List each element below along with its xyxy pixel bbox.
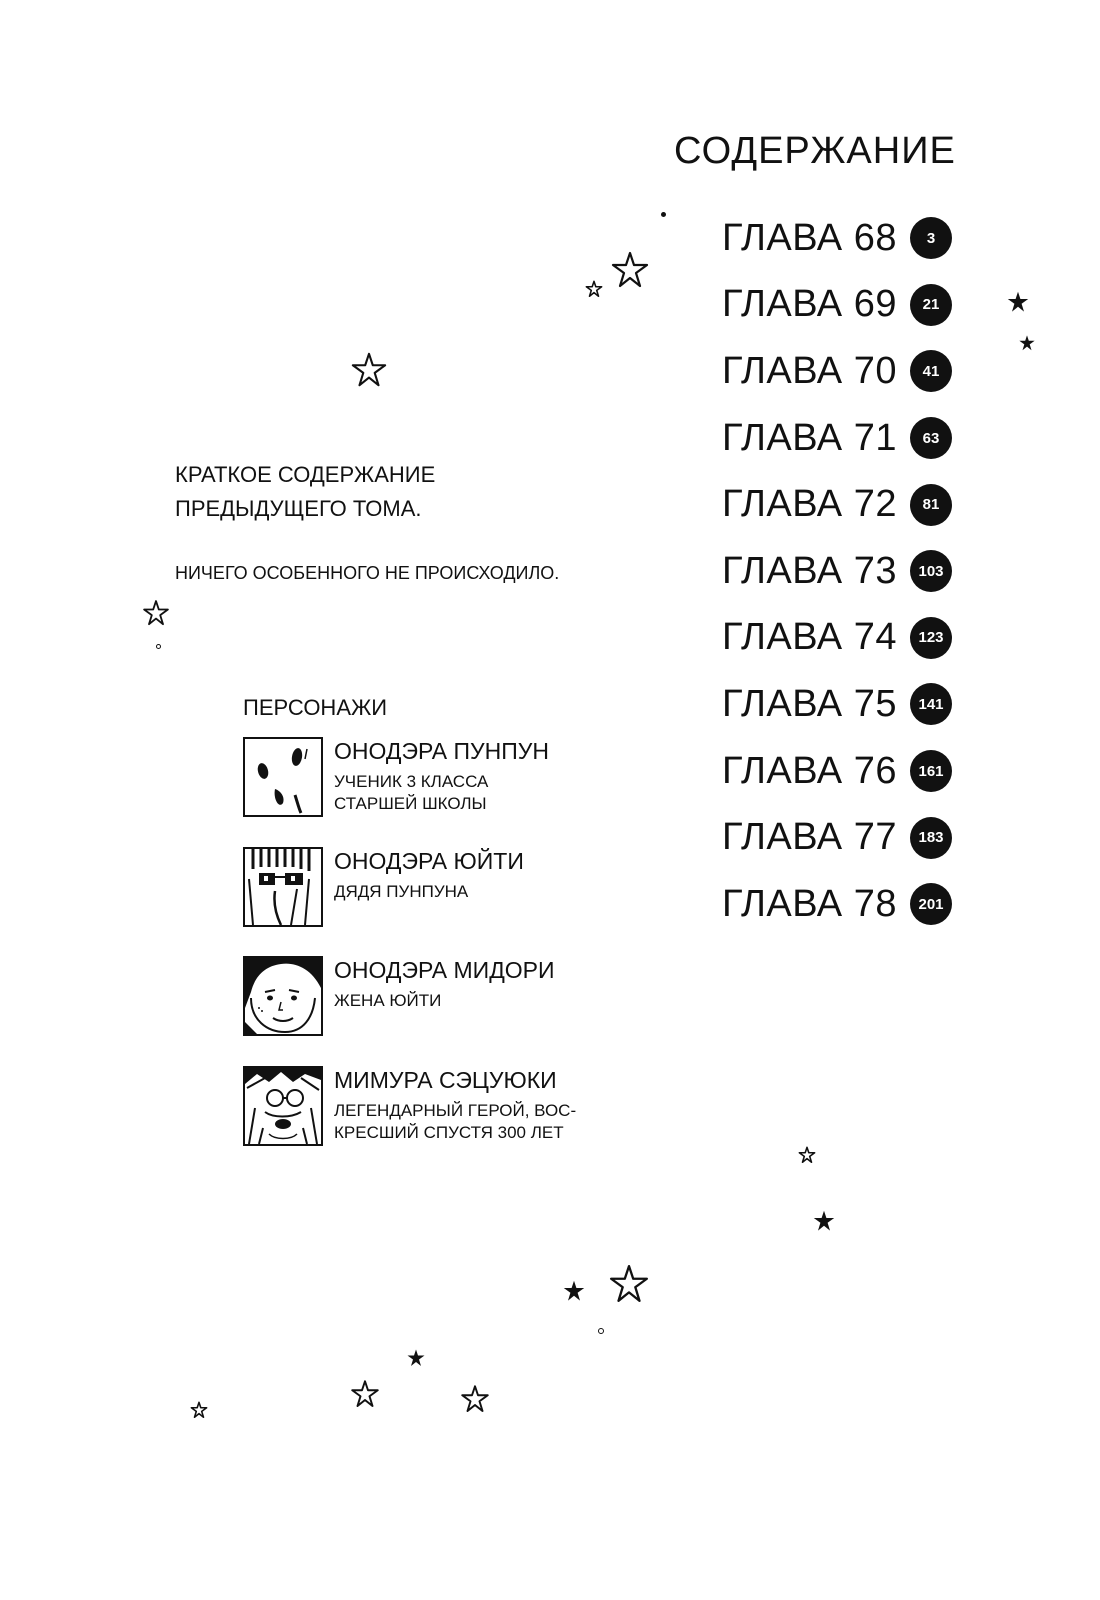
summary-title: КРАТКОЕ СОДЕРЖАНИЕ ПРЕДЫДУЩЕГО ТОМА. [175, 462, 436, 521]
character-list: ОНОДЭРА ПУНПУН УЧЕНИК 3 КЛАССА СТАРШЕЙ Ш… [243, 737, 576, 1175]
star-icon [609, 1264, 649, 1302]
page-number-badge: 21 [910, 283, 952, 326]
character-entry: ОНОДЭРА ПУНПУН УЧЕНИК 3 КЛАССА СТАРШЕЙ Ш… [243, 737, 576, 847]
toc-row[interactable]: ГЛАВА 69 21 [722, 272, 962, 339]
character-description: ЛЕГЕНДАРНЫЙ ГЕРОЙ, ВОС- КРЕСШИЙ СПУСТЯ 3… [334, 1100, 577, 1142]
character-name: МИМУРА СЭЦУЮКИ [334, 1066, 557, 1093]
mimura-portrait-icon [243, 1065, 323, 1146]
toc-chapter-label: ГЛАВА 74 [722, 616, 897, 659]
character-name: ОНОДЭРА ПУНПУН [334, 738, 550, 764]
page-number-badge: 141 [910, 683, 952, 726]
star-icon [190, 1401, 208, 1418]
character-name: ОНОДЭРА ЮЙТИ [334, 847, 524, 874]
star-icon [1007, 291, 1029, 312]
toc-row[interactable]: ГЛАВА 71 63 [722, 405, 962, 472]
star-icon [563, 1280, 585, 1301]
toc-row[interactable]: ГЛАВА 75 141 [722, 671, 962, 738]
character-description: УЧЕНИК 3 КЛАССА СТАРШЕЙ ШКОЛЫ [334, 772, 489, 813]
star-icon [798, 1146, 816, 1163]
toc-chapter-label: ГЛАВА 77 [722, 816, 897, 859]
dot-mark [598, 1328, 604, 1334]
toc-row[interactable]: ГЛАВА 77 183 [722, 804, 962, 871]
character-description: ДЯДЯ ПУНПУНА [334, 881, 469, 901]
page-number-badge: 201 [910, 883, 952, 926]
punpun-portrait-icon [243, 737, 323, 817]
toc-row[interactable]: ГЛАВА 76 161 [722, 738, 962, 805]
toc-chapter-label: ГЛАВА 72 [722, 483, 897, 526]
toc-chapter-label: ГЛАВА 70 [722, 349, 897, 392]
toc-chapter-label: ГЛАВА 78 [722, 882, 897, 925]
toc-row[interactable]: ГЛАВА 73 103 [722, 538, 962, 605]
star-icon [351, 1380, 379, 1407]
toc-row[interactable]: ГЛАВА 70 41 [722, 338, 962, 405]
toc-row[interactable]: ГЛАВА 68 3 [722, 205, 962, 272]
toc-chapter-label: ГЛАВА 76 [722, 749, 897, 792]
page-number-badge: 123 [910, 616, 952, 659]
toc-title: СОДЕРЖАНИЕ [674, 130, 956, 172]
page-number-badge: 161 [910, 750, 952, 793]
star-icon [407, 1349, 425, 1366]
page-number-badge: 183 [910, 816, 952, 859]
page-number-badge: 81 [910, 483, 952, 526]
toc-chapter-label: ГЛАВА 68 [722, 216, 897, 259]
toc-chapter-label: ГЛАВА 69 [722, 283, 897, 326]
character-entry: ОНОДЭРА ЮЙТИ ДЯДЯ ПУНПУНА [243, 846, 576, 957]
page-number-badge: 3 [910, 217, 952, 260]
toc-row[interactable]: ГЛАВА 72 81 [722, 471, 962, 538]
yuichi-portrait-icon [243, 846, 323, 927]
midori-portrait-icon [243, 956, 323, 1036]
character-name: ОНОДЭРА МИДОРИ [334, 957, 555, 983]
star-icon [813, 1210, 835, 1231]
star-icon [611, 251, 649, 288]
toc-list: ГЛАВА 68 3 ГЛАВА 69 21 ГЛАВА 70 41 ГЛАВА… [722, 205, 962, 938]
characters-heading: ПЕРСОНАЖИ [243, 695, 388, 720]
summary-text: НИЧЕГО ОСОБЕННОГО НЕ ПРОИСХОДИЛО. [175, 563, 560, 583]
star-icon [351, 352, 387, 387]
dot-mark [661, 212, 666, 217]
toc-chapter-label: ГЛАВА 75 [722, 682, 897, 725]
page-number-badge: 103 [910, 550, 952, 593]
star-icon [143, 600, 169, 626]
star-icon [585, 280, 603, 297]
toc-chapter-label: ГЛАВА 73 [722, 549, 897, 592]
star-icon [1019, 335, 1035, 351]
star-icon [461, 1385, 489, 1412]
toc-row[interactable]: ГЛАВА 74 123 [722, 605, 962, 672]
page-number-badge: 63 [910, 417, 952, 460]
character-entry: МИМУРА СЭЦУЮКИ ЛЕГЕНДАРНЫЙ ГЕРОЙ, ВОС- К… [243, 1065, 577, 1176]
character-entry: ОНОДЭРА МИДОРИ ЖЕНА ЮЙТИ [243, 956, 576, 1066]
toc-chapter-label: ГЛАВА 71 [722, 416, 897, 459]
character-description: ЖЕНА ЮЙТИ [334, 991, 442, 1010]
toc-row[interactable]: ГЛАВА 78 201 [722, 871, 962, 938]
dot-mark [156, 644, 161, 649]
page-number-badge: 41 [910, 350, 952, 393]
